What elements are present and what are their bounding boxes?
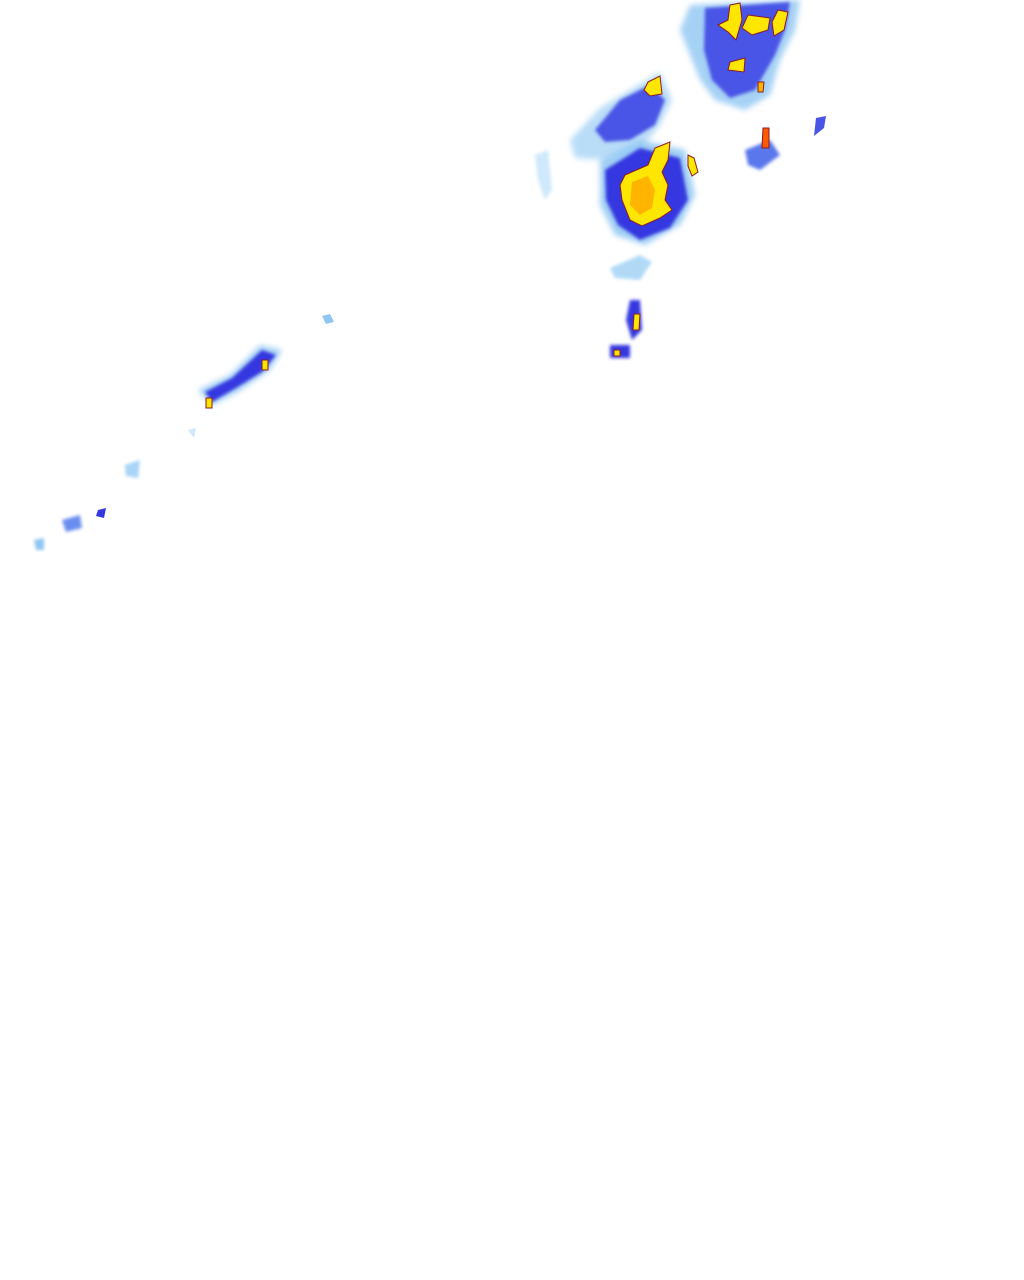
precip-light-far-west-d [34,538,44,550]
precip-intense-main-core [630,176,655,215]
storm-cell-east-small [745,116,826,170]
precip-moderate-far-west-b [62,515,82,532]
precip-light-far-west-a [125,460,140,478]
storm-cell-west-line [198,314,334,409]
precip-extreme-east-a [761,127,770,149]
precip-moderate-east-b [814,116,826,136]
storm-fringe-west-central [535,150,552,200]
precip-heavy-central-small [643,75,663,97]
precip-moderate-main-south [610,255,652,280]
precip-moderate-central [595,85,665,142]
storm-cell-northeast [680,0,800,110]
precip-moderate-west [205,350,276,402]
precip-light-far-west-e [188,428,196,438]
precip-heavy-northeast-a [717,2,743,41]
precip-moderate-far-west-c [96,508,106,518]
precip-heavy-main-east [687,154,699,177]
precip-heavy-northeast-c [771,9,789,37]
precip-very-light-fringe [535,150,552,200]
precip-heavy-northeast-e [757,81,765,93]
precip-heavy-west-a [261,359,269,371]
precip-heavy-northeast-d [727,57,746,73]
precip-heavy-northeast-b [741,14,771,36]
storm-cell-central [570,72,672,160]
precip-moderate-east-a [745,140,780,170]
storm-cell-far-west [34,428,196,550]
precip-heavy-west-b [205,397,213,409]
precip-heavy-south-a [632,313,641,331]
storm-cell-main [600,140,699,280]
precip-scatter-west-c [322,314,334,324]
precip-heavy-south-b [613,349,621,357]
storm-cell-south-small [610,300,642,358]
